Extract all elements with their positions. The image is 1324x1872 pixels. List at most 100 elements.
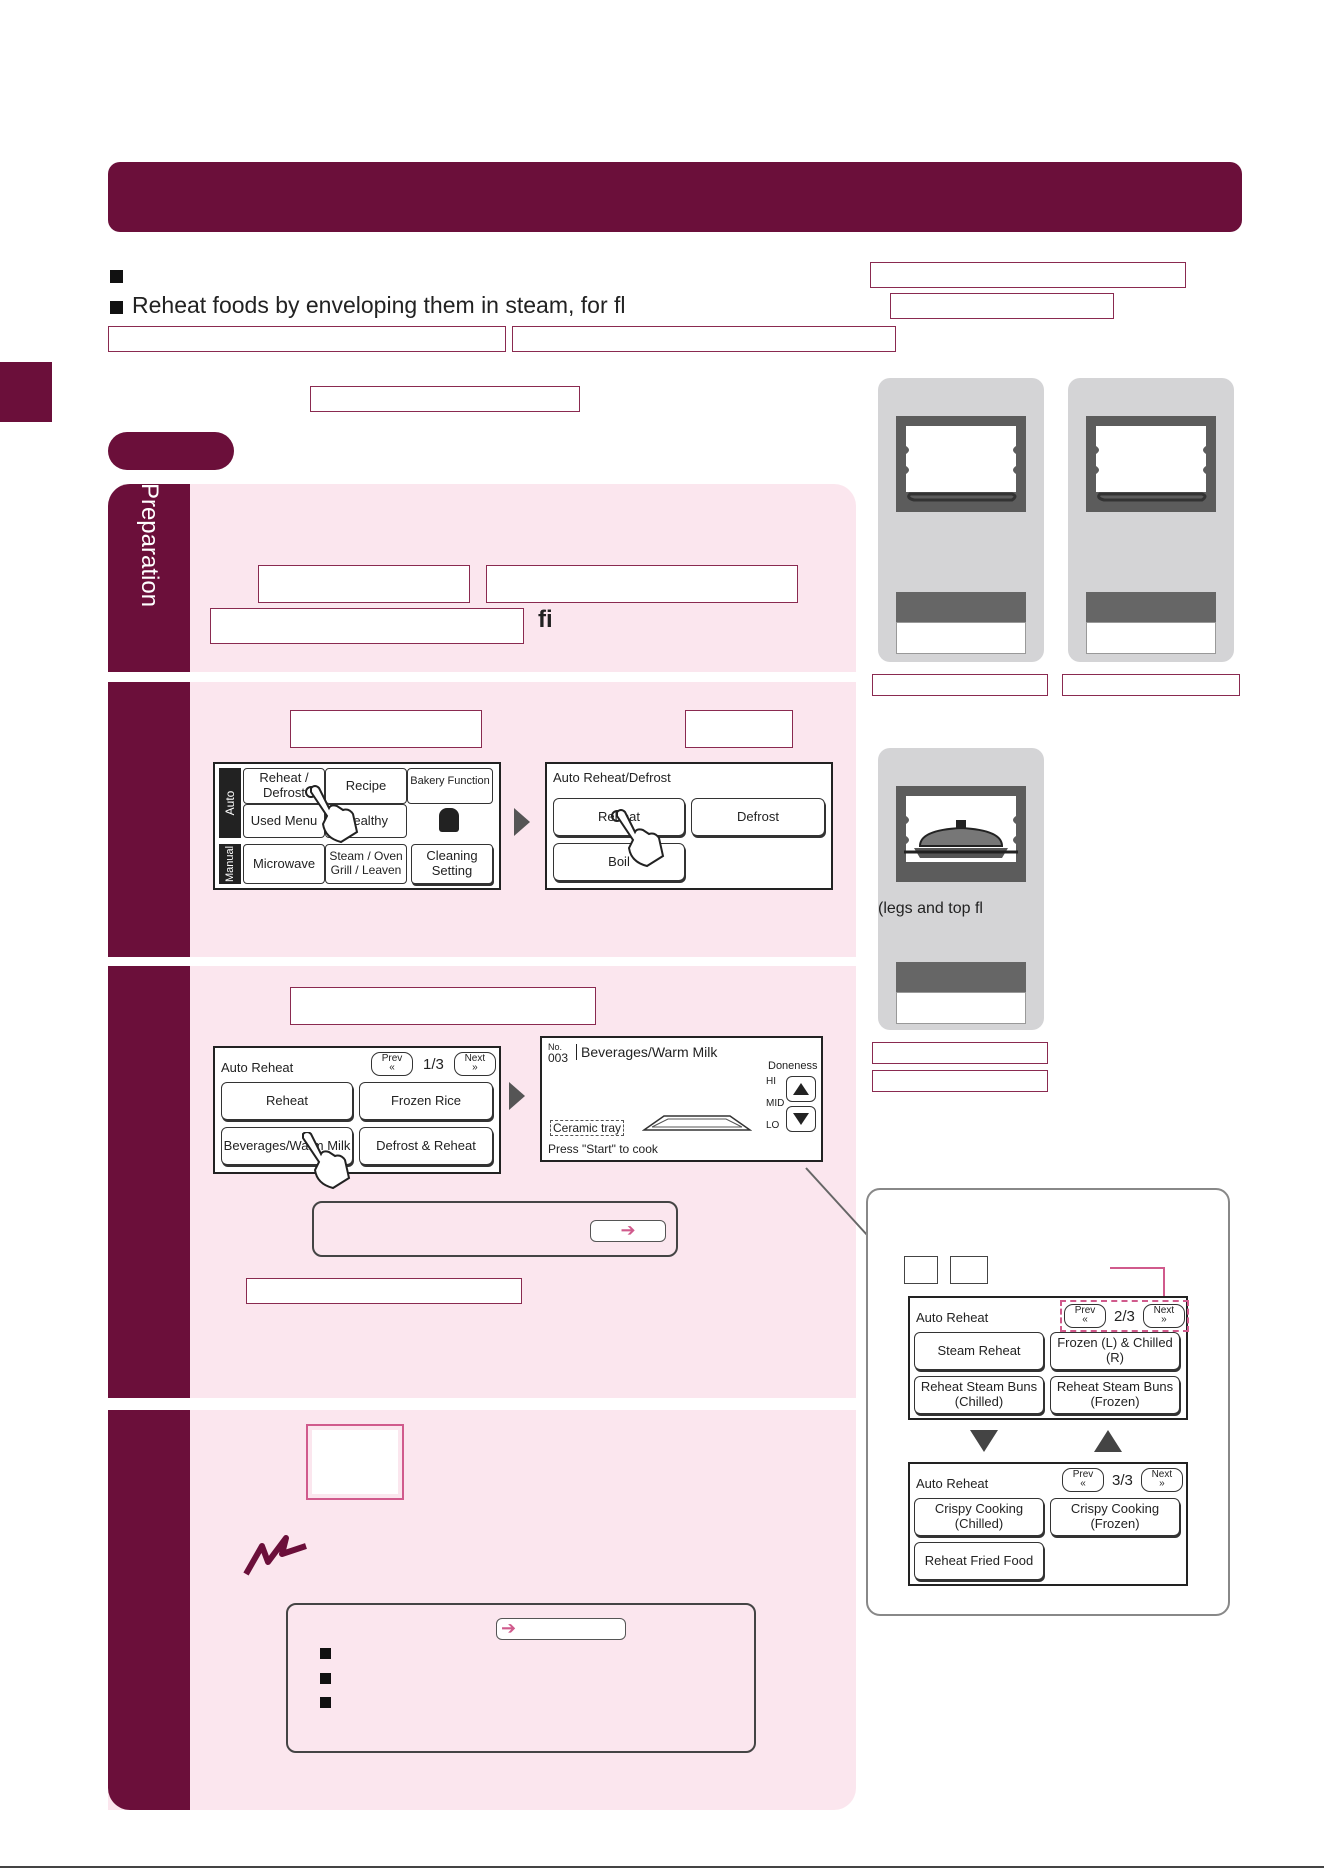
next-label: Next [1153,1305,1175,1316]
defrost-button[interactable]: Defrost [691,798,825,836]
step1-tab [108,682,190,957]
redacted-box [872,1070,1048,1092]
prev-label: Prev [1074,1305,1096,1316]
hand-pointer-icon [611,809,665,868]
cleaning-setting-button[interactable]: Cleaning Setting [411,844,493,884]
boil-button[interactable]: Boil [553,843,685,881]
preparation-label: Preparation [136,482,163,608]
step2-tab [108,966,190,1398]
arrow-right-icon: ➔ [501,1618,517,1638]
note-box [286,1603,756,1753]
page-indicator: 3/3 [1112,1471,1133,1489]
redacted-box [290,987,596,1025]
prev-button[interactable]: Prev« [1064,1304,1106,1328]
bullet-icon [320,1648,331,1659]
doneness-up-button[interactable] [786,1076,816,1102]
used-menu-button[interactable]: Used Menu [243,804,325,838]
page-ref-button[interactable]: ➔ [590,1220,666,1242]
auto-reheat-screen-page2: Auto Reheat Prev« 2/3 Next» Steam Reheat… [908,1296,1189,1420]
tray-label: Ceramic tray [550,1120,625,1136]
bullet-icon [320,1673,331,1684]
auto-strip [219,768,241,838]
callout-pointer [805,1167,869,1237]
steam-buns-frozen-button[interactable]: Reheat Steam Buns (Frozen) [1050,1376,1180,1414]
bakery-function-button[interactable]: Bakery Function [407,768,493,804]
label-band [896,592,1026,622]
page-indicator: 2/3 [1114,1307,1135,1325]
oven-rack-icon [1096,426,1207,502]
screen-header: Auto Reheat [916,1310,989,1325]
reheat-fried-food-button[interactable]: Reheat Fried Food [914,1542,1044,1580]
up-arrow-icon [1094,1430,1122,1452]
auto-reheat-screen: Auto Reheat Prev« 1/3 Next» Reheat Froze… [213,1046,501,1190]
menu-number: 003 [548,1051,569,1065]
hand-pointer-icon [305,785,359,844]
label-band [896,962,1026,992]
beverages-detail-screen: No. 003 Beverages/Warm Milk Doneness HI … [540,1036,823,1162]
bread-icon [439,808,459,832]
small-square [950,1256,988,1284]
recipe-button[interactable]: Recipe [325,768,407,804]
screen-header: Auto Reheat [221,1060,294,1075]
arrow-right-icon: ➔ [620,1220,636,1240]
reheat-button[interactable]: Reheat [221,1082,353,1120]
home-screen: Auto Manual Reheat / Defrost Recipe Bake… [213,762,501,890]
redacted-box [486,565,798,603]
frozen-rice-button[interactable]: Frozen Rice [359,1082,493,1120]
bullet-icon [110,270,123,283]
doneness-mid: MID [766,1098,785,1109]
bullet-icon [320,1697,331,1708]
next-arrow-icon [514,808,530,836]
next-button[interactable]: Next» [1142,1304,1185,1328]
label-box [896,992,1026,1024]
reheat-defrost-screen: Auto Reheat/Defrost Reheat Defrost Boil [545,762,833,890]
intro-line: Reheat foods by enveloping them in steam… [132,292,626,318]
ceramic-tray-icon [642,1115,752,1131]
start-key[interactable] [306,1424,404,1500]
prev-button[interactable]: Prev« [1062,1468,1104,1492]
highlight-leader [1110,1267,1165,1298]
redacted-box [512,326,896,352]
pager: Prev« 3/3 Next» [1062,1468,1183,1492]
reheat-defrost-button[interactable]: Reheat / Defrost [243,768,325,804]
title-bar [108,162,1242,232]
next-button[interactable]: Next» [1140,1468,1183,1492]
label-box [896,622,1026,654]
menu-title: Beverages/Warm Milk [576,1044,717,1060]
doneness-label: Doneness [768,1060,818,1072]
steam-reheat-button[interactable]: Steam Reheat [914,1332,1044,1370]
defrost-reheat-button[interactable]: Defrost & Reheat [359,1127,493,1165]
crispy-frozen-button[interactable]: Crispy Cooking (Frozen) [1050,1498,1180,1536]
up-arrow-icon [793,1083,809,1095]
pager: Prev« 2/3 Next» [1060,1300,1189,1332]
step3-tab [108,1410,190,1810]
prev-label: Prev [1072,1469,1094,1480]
steam-oven-button[interactable]: Steam / Oven Grill / Leaven [325,844,407,884]
microwave-button[interactable]: Microwave [243,844,325,884]
next-label: Next [1151,1469,1173,1480]
doneness-down-button[interactable] [786,1106,816,1132]
covered-dish-icon [904,796,1018,862]
screen-header: Auto Reheat [916,1476,989,1491]
page-ref-button[interactable]: ➔ [496,1618,626,1640]
steam-buns-chilled-button[interactable]: Reheat Steam Buns (Chilled) [914,1376,1044,1414]
crispy-chilled-button[interactable]: Crispy Cooking (Chilled) [914,1498,1044,1536]
fi-glyph: fi [538,606,553,633]
redacted-box [210,608,524,644]
screen-header: Auto Reheat/Defrost [553,770,671,785]
label-band [1086,592,1216,622]
redacted-box [870,262,1186,288]
next-button[interactable]: Next» [453,1052,496,1076]
hand-pointer-icon [302,1132,351,1190]
next-label: Next [464,1053,486,1064]
frozen-chilled-button[interactable]: Frozen (L) & Chilled (R) [1050,1332,1180,1370]
prev-button[interactable]: Prev« [371,1052,413,1076]
step2-panel [108,966,856,1398]
manual-label: Manual [224,845,236,883]
manual-strip [219,844,241,884]
chapter-tab [0,362,52,422]
prev-label: Prev [381,1053,403,1064]
next-arrow-icon [509,1082,525,1110]
footer-rule [0,1866,1324,1868]
oven-rack-icon [906,426,1017,502]
